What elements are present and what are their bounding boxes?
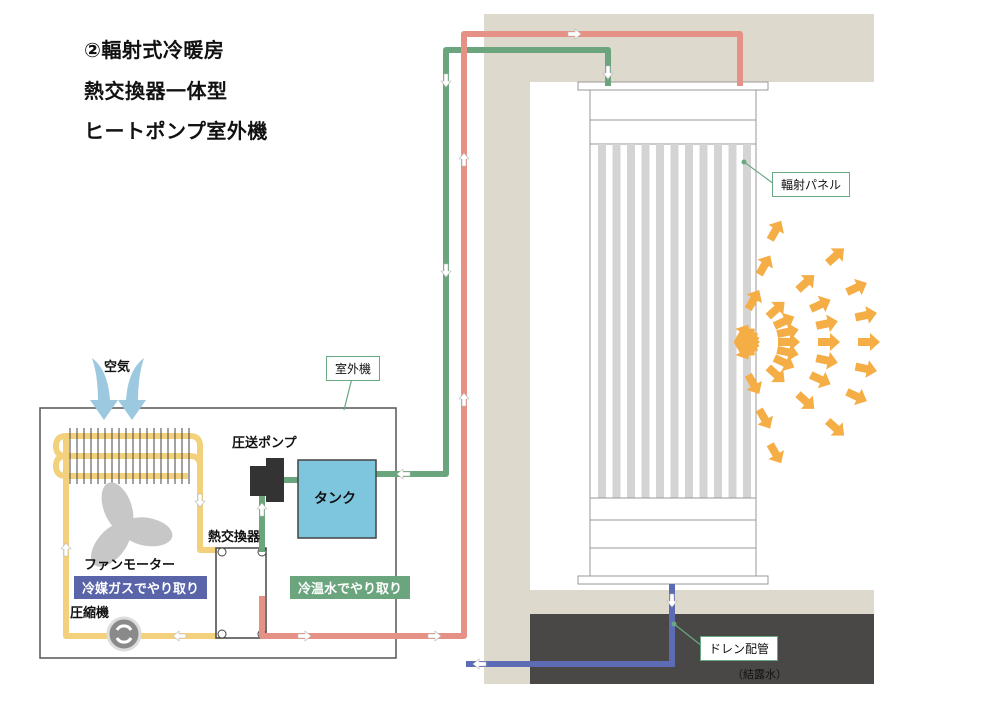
radiation-arrow (809, 371, 831, 389)
water-band: 冷温水でやり取り (290, 576, 411, 599)
drain-pipe-label: ドレン配管 (700, 636, 779, 661)
radiation-arrow (744, 372, 762, 394)
radiation-arrow (845, 278, 867, 296)
flow-arrow (427, 630, 442, 642)
panel-fin (743, 144, 751, 498)
flow-arrow (194, 493, 206, 508)
tank (297, 459, 377, 539)
tank-label: タンク (314, 491, 356, 507)
radiation-arrow (765, 364, 785, 383)
panel-fin (627, 144, 635, 498)
radiation-arrow (825, 248, 845, 267)
flow-arrow (297, 630, 312, 642)
flow-arrow (567, 28, 582, 40)
flow-arrow (458, 392, 470, 407)
title-line-3: ヒートポンプ室外機 (84, 119, 268, 143)
panel-fin (699, 144, 708, 498)
outdoor-unit-label: 室外機 (326, 356, 381, 381)
radiation-arrow (755, 407, 773, 429)
flow-arrow (472, 658, 487, 670)
panel-fins (598, 144, 751, 498)
radiant-panel-label: 輻射パネル (772, 172, 851, 197)
panel-fin (598, 144, 606, 498)
title-line-2: 熱交換器一体型 (84, 79, 228, 103)
flow-direction-arrows (60, 28, 678, 670)
fan-motor-label: ファンモーター (84, 558, 176, 573)
radiation-arrows (733, 220, 880, 464)
condensate-label: （結露水） (732, 668, 787, 681)
flow-arrow (256, 502, 268, 517)
compressor-icon (106, 616, 142, 652)
radiation-arrow (766, 220, 784, 242)
radiation-arrow (854, 306, 877, 324)
radiation-arrow (845, 388, 867, 406)
flow-arrow (396, 468, 411, 480)
condenser-coil (69, 428, 190, 484)
panel-fin (714, 144, 722, 498)
flow-arrow (440, 73, 452, 88)
flow-arrow (458, 152, 470, 167)
panel-fin (612, 144, 621, 498)
radiation-arrow (795, 275, 815, 293)
radiation-arrow (765, 301, 785, 320)
radiation-arrow (733, 338, 751, 360)
panel-fin (641, 144, 650, 498)
flow-arrow (60, 542, 72, 557)
flow-arrow (666, 593, 678, 608)
flow-arrow (602, 65, 614, 80)
radiation-arrow (772, 354, 795, 372)
air-label: 空気 (104, 360, 131, 375)
hot-water-pipe (259, 31, 743, 639)
pointer-lines (343, 161, 775, 647)
drain-pipe (466, 584, 675, 667)
radiation-arrow (776, 343, 799, 362)
radiant-panel (577, 81, 769, 585)
radiation-arrow (818, 333, 840, 351)
flow-arrow (172, 630, 187, 642)
heat-exchanger-label: 熱交換器 (208, 530, 261, 545)
radiation-arrow (755, 255, 773, 277)
refrigerant-band: 冷媒ガスでやり取り (74, 576, 208, 599)
radiation-arrow (854, 360, 877, 378)
panel-fin (656, 144, 664, 498)
title-line-1: ②輻射式冷暖房 (84, 38, 225, 62)
flow-arrow (440, 263, 452, 278)
radiation-arrow (744, 290, 762, 312)
radiation-arrow (858, 333, 880, 351)
panel-fin (670, 144, 679, 498)
compressor-label: 圧縮機 (70, 606, 110, 621)
pump-label: 圧送ポンプ (232, 436, 297, 451)
fan-icon (91, 482, 173, 567)
radiation-arrow (815, 351, 838, 370)
radiation-arrow (766, 442, 784, 464)
radiation-arrow (815, 314, 838, 333)
radiation-arrow (778, 333, 800, 351)
heat-exchanger-icon (215, 547, 267, 639)
panel-fin (728, 144, 737, 498)
radiation-arrow (809, 295, 831, 313)
radiation-arrow (825, 417, 845, 436)
panel-fin (685, 144, 693, 498)
radiation-arrow (795, 391, 815, 409)
pump-icon (250, 458, 284, 502)
air-flow-arrows (90, 358, 146, 420)
